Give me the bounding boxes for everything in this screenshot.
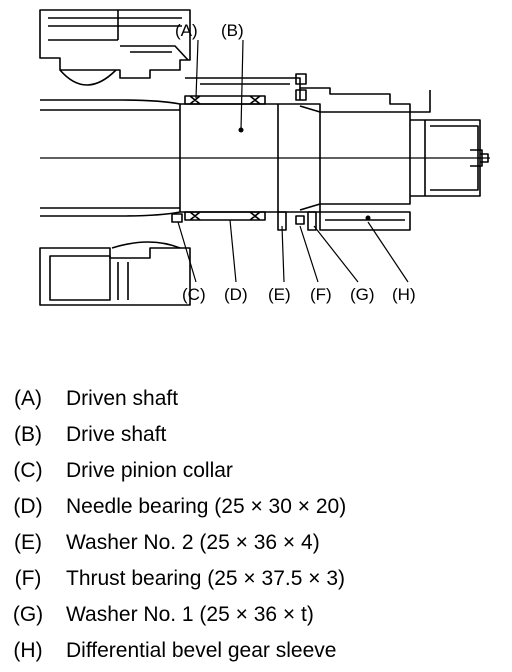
legend-key: (F) <box>14 567 42 590</box>
legend-item: (B) Drive shaft <box>0 420 512 456</box>
legend-text: Driven shaft <box>66 387 179 410</box>
callout-b: (B) <box>221 21 244 40</box>
callout-f: (F) <box>310 285 332 304</box>
legend-text: Washer No. 1 (25 × 36 × t) <box>66 603 314 626</box>
legend-item: (G) Washer No. 1 (25 × 36 × t) <box>0 600 512 636</box>
legend-text: Differential bevel gear sleeve <box>66 639 337 662</box>
legend-key: (C) <box>13 459 43 482</box>
upper-gear <box>59 69 117 86</box>
legend-key: (B) <box>14 423 42 446</box>
washer-no2 <box>277 211 287 231</box>
shaft-assembly-diagram: (A) (B) (C) (D) (E) (F) (G) (H) <box>39 9 490 306</box>
lower-gear <box>111 241 181 249</box>
legend-text: Drive pinion collar <box>66 459 233 482</box>
legend-item: (D) Needle bearing (25 × 30 × 20) <box>0 492 512 528</box>
pinion-collar <box>171 213 183 223</box>
callout-d: (D) <box>224 285 248 304</box>
callout-a: (A) <box>175 21 198 40</box>
legend-key: (A) <box>14 387 42 410</box>
legend-text: Needle bearing (25 × 30 × 20) <box>66 495 347 518</box>
legend-item: (C) Drive pinion collar <box>0 456 512 492</box>
legend-item: (F) Thrust bearing (25 × 37.5 × 3) <box>0 564 512 600</box>
needle-bearing-upper <box>184 95 266 105</box>
legend-text: Thrust bearing (25 × 37.5 × 3) <box>66 567 345 590</box>
upper-housing <box>39 9 191 79</box>
washer-no1 <box>307 211 317 231</box>
lower-housing <box>39 247 191 306</box>
bevel-gear-sleeve <box>319 211 411 231</box>
callout-h: (H) <box>392 285 416 304</box>
callout-c: (C) <box>182 285 206 304</box>
legend-key: (D) <box>13 495 43 518</box>
legend-key: (E) <box>14 531 42 554</box>
legend-item: (E) Washer No. 2 (25 × 36 × 4) <box>0 528 512 564</box>
needle-bearing-lower <box>184 211 266 221</box>
legend-text: Drive shaft <box>66 423 167 446</box>
legend-key: (H) <box>13 639 43 662</box>
thrust-bearing-balls <box>295 73 307 101</box>
legend-item: (A) Driven shaft <box>0 384 512 420</box>
parts-legend: (A) Driven shaft (B) Drive shaft (C) Drive … <box>0 384 512 672</box>
legend-key: (G) <box>12 603 44 626</box>
callout-g: (G) <box>350 285 375 304</box>
legend-item: (H) Differential bevel gear sleeve <box>0 636 512 672</box>
right-housing <box>185 77 431 113</box>
callout-e: (E) <box>268 285 291 304</box>
legend-text: Washer No. 2 (25 × 36 × 4) <box>66 531 320 554</box>
